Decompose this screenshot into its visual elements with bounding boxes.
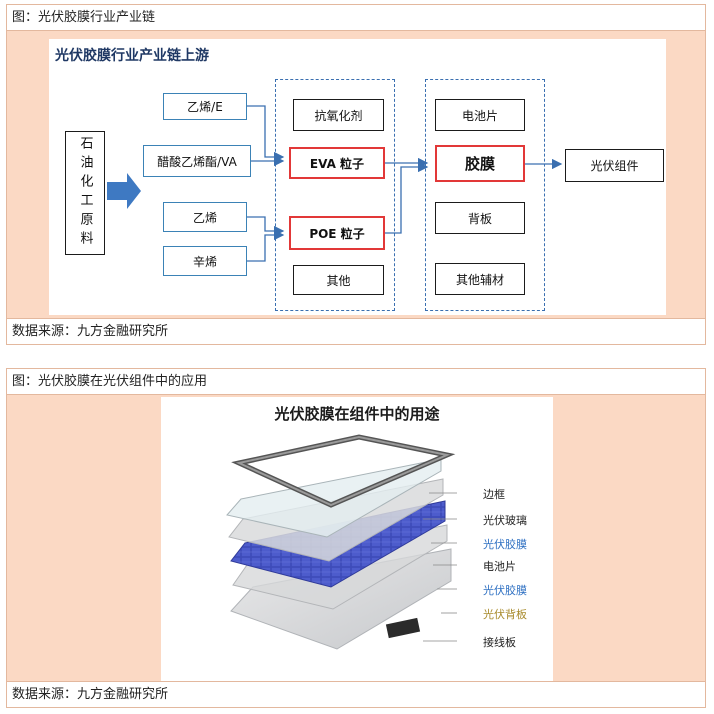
panel-module-application: 图：光伏胶膜在光伏组件中的应用 光伏胶膜在组件中的用途 — [6, 368, 706, 708]
source-note: 数据来源：九方金融研究所 — [7, 318, 705, 344]
big-arrow — [107, 173, 141, 209]
connector-poe-film — [384, 161, 429, 234]
octene-box: 辛烯 — [163, 246, 247, 276]
frame-inner — [235, 435, 451, 507]
other-box: 其他 — [293, 265, 384, 295]
label-frame: 边框 — [483, 488, 505, 501]
junction-box — [385, 617, 421, 639]
connector-octene-poe — [247, 229, 285, 262]
backsheet-box: 背板 — [435, 202, 525, 234]
poe-pellet-box: POE 粒子 — [289, 216, 385, 250]
midstream-group — [275, 79, 395, 311]
module-box: 光伏组件 — [565, 149, 664, 182]
ethylene-e-box: 乙烯/E — [163, 93, 247, 120]
source-note: 数据来源：九方金融研究所 — [7, 681, 705, 707]
diagram-canvas: 光伏胶膜行业产业链上游 石油化工原料 乙烯/E 醋酸乙烯酯/VA — [49, 39, 666, 315]
label-film-2: 光伏胶膜 — [483, 584, 527, 597]
label-junction-box: 接线板 — [483, 636, 516, 649]
film-box: 胶膜 — [435, 145, 525, 182]
connector-lines — [107, 105, 563, 262]
raw-material-box: 石油化工原料 — [65, 131, 105, 255]
diagram-title: 光伏胶膜在组件中的用途 — [274, 405, 440, 423]
figure-caption: 图：光伏胶膜在光伏组件中的应用 — [7, 369, 705, 395]
panel-industry-chain: 图：光伏胶膜行业产业链 光伏胶膜行业产业链上游 石油化工原料 — [6, 4, 706, 345]
module-illustration-canvas: 光伏胶膜在组件中的用途 — [161, 397, 553, 681]
label-film-1: 光伏胶膜 — [483, 538, 527, 551]
auxiliary-box: 其他辅材 — [435, 263, 525, 295]
module-exploded-view — [226, 434, 457, 650]
figure-caption: 图：光伏胶膜行业产业链 — [7, 5, 705, 31]
module-material-group — [425, 79, 545, 311]
ethylene-box: 乙烯 — [163, 202, 247, 232]
vinyl-acetate-box: 醋酸乙烯酯/VA — [143, 145, 251, 177]
antioxidant-box: 抗氧化剂 — [293, 99, 384, 131]
label-backsheet: 光伏背板 — [483, 608, 527, 621]
diagram-title: 光伏胶膜行业产业链上游 — [55, 48, 209, 64]
label-glass: 光伏玻璃 — [483, 514, 527, 527]
cell-box: 电池片 — [435, 99, 525, 131]
label-cell: 电池片 — [483, 560, 516, 573]
eva-pellet-box: EVA 粒子 — [289, 147, 385, 179]
